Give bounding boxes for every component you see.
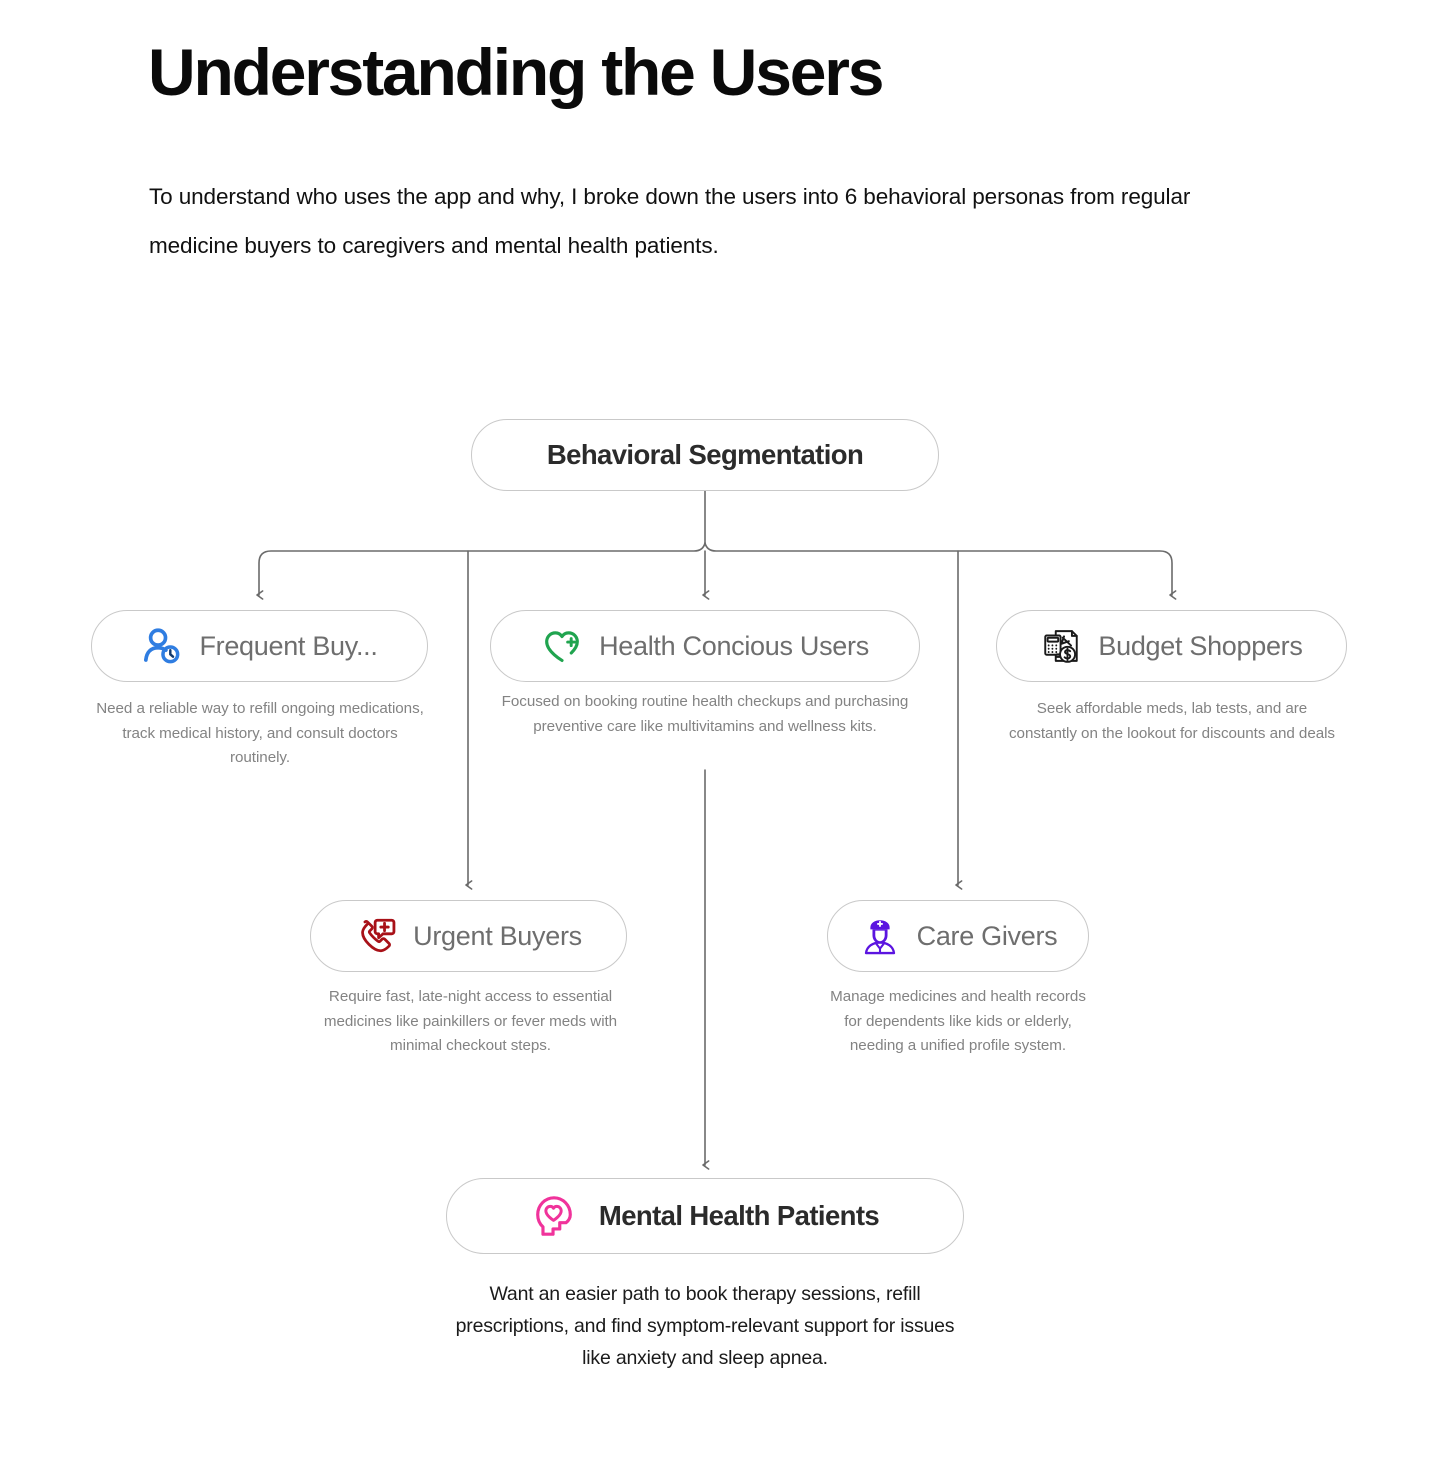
caption-urgent-buyers: Require fast, late-night access to essen…: [323, 988, 618, 1054]
node-label-budget-shoppers: Budget Shoppers: [1098, 630, 1303, 661]
node-label-health-concious-users: Health Concious Users: [599, 630, 869, 661]
page-title: Understanding the Users: [148, 35, 884, 109]
node-label-care-givers: Care Givers: [916, 920, 1058, 951]
node-budget-shoppers[interactable]: Budget Shoppers: [996, 610, 1347, 682]
connector-root-to-budget-shoppers: [704, 542, 1177, 600]
caption-health-concious-users: Focused on booking routine health checku…: [501, 693, 909, 735]
node-label-behavioral-segmentation: Behavioral Segmentation: [546, 439, 864, 470]
caption-mental-health-patients: Want an easier path to book therapy sess…: [455, 1283, 955, 1369]
page-subtitle: To understand who uses the app and why, …: [149, 184, 1191, 258]
node-label-mental-health-patients: Mental Health Patients: [598, 1200, 880, 1231]
caption-care-givers: Manage medicines and health records for …: [830, 988, 1086, 1054]
calculator-invoice-dollar-icon: [1044, 630, 1079, 663]
emergency-phone-icon: [361, 918, 396, 953]
caption-budget-shoppers: Seek affordable meds, lab tests, and are…: [1009, 700, 1335, 742]
node-label-urgent-buyers: Urgent Buyers: [413, 920, 582, 951]
caption-frequent-buyers: Need a reliable way to refill ongoing me…: [96, 700, 424, 766]
node-label-frequent-buyers: Frequent Buy...: [199, 630, 378, 661]
heart-plus-icon: [545, 631, 579, 663]
node-care-givers[interactable]: Care Givers: [827, 900, 1089, 972]
node-behavioral-segmentation[interactable]: Behavioral Segmentation: [471, 419, 939, 491]
nurse-icon: [864, 920, 895, 955]
person-clock-icon: [144, 628, 180, 664]
node-mental-health-patients[interactable]: Mental Health Patients: [446, 1178, 964, 1254]
head-heart-icon: [536, 1196, 572, 1236]
node-frequent-buyers[interactable]: Frequent Buy...: [91, 610, 428, 682]
connector-root-to-frequent-buyers: [256, 542, 706, 600]
node-urgent-buyers[interactable]: Urgent Buyers: [310, 900, 627, 972]
node-health-concious-users[interactable]: Health Concious Users: [490, 610, 920, 682]
